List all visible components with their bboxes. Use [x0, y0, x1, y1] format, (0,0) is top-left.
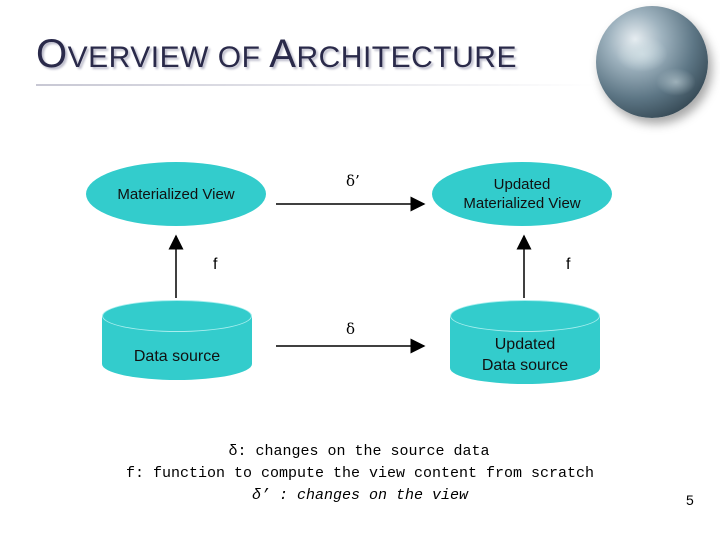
legend: δ: changes on the source data f: functio… [0, 441, 720, 507]
legend-line-f: f: function to compute the view content … [0, 463, 720, 485]
updated-data-source-node: Updated Data source [450, 300, 600, 384]
f-label-right: f [566, 256, 570, 274]
data-source-node: Data source [102, 300, 252, 380]
updated-data-source-label: Updated Data source [450, 334, 600, 376]
data-source-cylinder-top [102, 300, 252, 332]
legend-line-delta-prime: δ’ : changes on the view [0, 485, 720, 507]
data-source-label: Data source [102, 346, 252, 367]
legend-line-delta: δ: changes on the source data [0, 441, 720, 463]
updated-materialized-view-label: Updated Materialized View [452, 175, 592, 213]
materialized-view-node: Materialized View [86, 162, 266, 226]
updated-data-source-cylinder-top [450, 300, 600, 332]
materialized-view-label: Materialized View [117, 185, 234, 204]
delta-prime-label: δ’ [346, 172, 360, 190]
page-number: 5 [686, 492, 694, 508]
f-label-left: f [213, 256, 217, 274]
updated-materialized-view-node: Updated Materialized View [432, 162, 612, 226]
delta-label: δ [346, 320, 355, 338]
